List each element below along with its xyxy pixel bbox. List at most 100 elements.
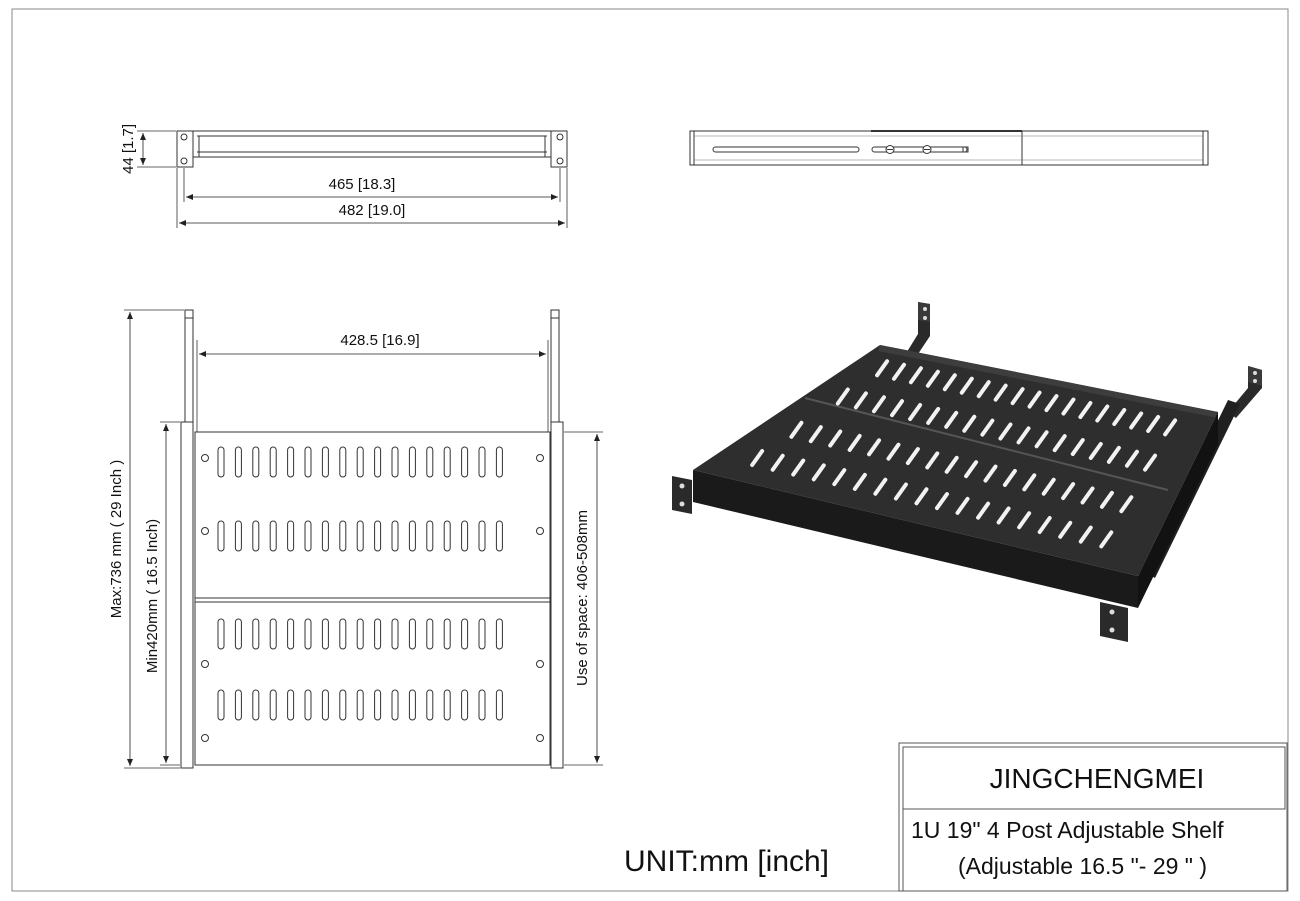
product-name-line2: (Adjustable 16.5 "- 29 " ) (958, 853, 1207, 879)
vent-slot (443, 689, 451, 721)
vent-slot (852, 472, 867, 491)
screw (536, 660, 544, 668)
vent-slot (495, 618, 503, 650)
front-height-label: 44 [1.7] (120, 124, 137, 174)
vent-slot (875, 359, 890, 378)
vent-slot (1022, 473, 1037, 492)
front-outer-width-label: 482 [19.0] (339, 202, 406, 219)
vent-slot (443, 446, 451, 478)
vent-slot (996, 506, 1011, 525)
vent-slot (980, 418, 995, 437)
brand-name: JINGCHENGMEI (990, 763, 1205, 794)
vent-slot (770, 453, 785, 472)
vent-slot (374, 689, 382, 721)
vent-slot (1041, 477, 1056, 496)
vent-slot (791, 458, 806, 477)
vent-slot (234, 520, 242, 552)
max-depth-label: Max:736 mm ( 29 Inch ) (108, 460, 125, 618)
vent-slot (1146, 414, 1161, 433)
front-view (176, 130, 568, 168)
product-name-line1: 1U 19" 4 Post Adjustable Shelf (911, 817, 1224, 843)
vent-slot (1112, 407, 1127, 426)
vent-slot (835, 387, 850, 406)
vent-slot (391, 689, 399, 721)
vent-slot (321, 618, 329, 650)
vent-slot (1052, 434, 1067, 453)
vent-slot (339, 689, 347, 721)
sheet-border (11, 8, 1289, 892)
vent-slot (408, 446, 416, 478)
vent-slot (890, 399, 905, 418)
vent-slot (408, 520, 416, 552)
vent-slot (304, 689, 312, 721)
vent-slot (750, 448, 765, 467)
top-view (180, 309, 564, 769)
vent-slot (1106, 445, 1121, 464)
vent-slot (321, 689, 329, 721)
vent-slot (905, 447, 920, 466)
vent-slot (443, 618, 451, 650)
vent-slot (1027, 390, 1042, 409)
vent-slot (1034, 430, 1049, 449)
vent-slot (426, 520, 434, 552)
screw (201, 527, 209, 535)
vent-slot (1070, 438, 1085, 457)
vent-slot (391, 446, 399, 478)
vent-slot (339, 618, 347, 650)
vent-slot (976, 501, 991, 520)
vent-slot (391, 520, 399, 552)
vent-slot (1061, 482, 1076, 501)
vent-slot (886, 442, 901, 461)
vent-slot (234, 618, 242, 650)
vent-slot (1010, 387, 1025, 406)
vent-slot (1124, 449, 1139, 468)
vent-slot (944, 455, 959, 474)
vent-slot (1078, 401, 1093, 420)
vent-slot (461, 618, 469, 650)
screw (536, 734, 544, 742)
top-inner-width-dimension: 428.5 [16.9] (196, 332, 549, 432)
vent-slot (217, 446, 225, 478)
vent-slot (914, 487, 929, 506)
vent-slot (217, 689, 225, 721)
vent-slot (847, 433, 862, 452)
vent-slot (1095, 404, 1110, 423)
vent-slot (1080, 486, 1095, 505)
vent-slot (287, 520, 295, 552)
vent-slot (495, 446, 503, 478)
vent-slot (217, 520, 225, 552)
vent-slot (495, 689, 503, 721)
use-of-space-dimension: Use of space: 406-508mm (564, 431, 603, 766)
vent-slot (1061, 397, 1076, 416)
vent-slot (287, 618, 295, 650)
vent-slot (374, 446, 382, 478)
screw (201, 454, 209, 462)
vent-slot (478, 520, 486, 552)
vent-slot (252, 689, 260, 721)
front-outer-width-dimension: 482 [19.0] (176, 168, 568, 228)
vent-slot (962, 414, 977, 433)
vent-slot (873, 477, 888, 496)
vent-slot (374, 520, 382, 552)
vent-slot (944, 410, 959, 429)
vent-slot (252, 618, 260, 650)
vent-slot (959, 376, 974, 395)
vent-slot (478, 618, 486, 650)
vent-slot (478, 689, 486, 721)
vent-slot (998, 422, 1013, 441)
title-block: JINGCHENGMEI 1U 19" 4 Post Adjustable Sh… (898, 742, 1288, 892)
front-inner-width-label: 465 [18.3] (329, 176, 396, 193)
vent-slot (976, 380, 991, 399)
vent-slot (867, 438, 882, 457)
vent-slot (408, 689, 416, 721)
vent-slot (339, 520, 347, 552)
vent-slot (217, 618, 225, 650)
side-view (689, 130, 1209, 166)
vent-slot (908, 366, 923, 385)
vent-slot (356, 689, 364, 721)
top-inner-width-label: 428.5 [16.9] (340, 332, 419, 349)
vent-slot (321, 520, 329, 552)
vent-slot (1099, 530, 1114, 549)
vent-slot (234, 689, 242, 721)
vent-slot (1002, 468, 1017, 487)
